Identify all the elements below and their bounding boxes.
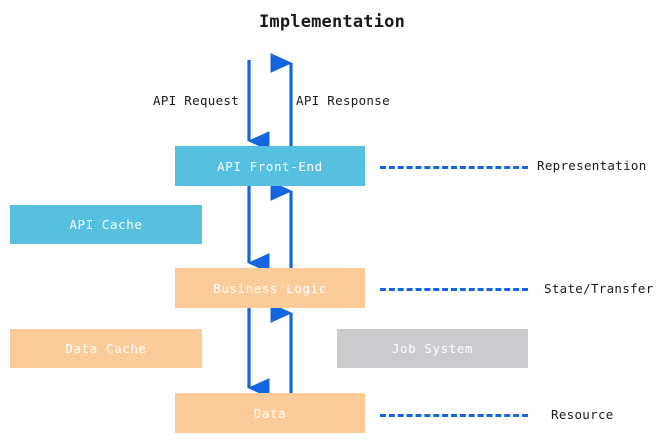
side-label-state-transfer: State/Transfer <box>544 281 654 296</box>
node-data-cache[interactable]: Data Cache <box>10 329 202 368</box>
node-job-system[interactable]: Job System <box>337 329 528 368</box>
node-api-front-end-label: API Front-End <box>217 158 323 174</box>
node-job-system-label: Job System <box>391 341 474 356</box>
node-api-front-end[interactable]: API Front-End <box>175 146 365 186</box>
node-api-cache-label: API Cache <box>69 217 143 232</box>
dashed-connector-representation <box>380 166 528 169</box>
dashed-connector-state-transfer <box>380 288 528 291</box>
node-business-logic-label: Business Logic <box>213 280 327 296</box>
node-data-cache-label: Data Cache <box>65 341 147 356</box>
dashed-connector-resource <box>380 414 528 417</box>
flow-label-api-response: API Response <box>296 93 390 108</box>
page-title: Implementation <box>258 12 406 32</box>
node-api-cache[interactable]: API Cache <box>10 205 202 244</box>
node-business-logic[interactable]: Business Logic <box>175 268 365 308</box>
flow-label-api-request: API Request <box>153 93 240 108</box>
side-label-representation: Representation <box>537 158 647 173</box>
node-data-label: Data <box>253 405 287 421</box>
side-label-resource: Resource <box>551 407 614 422</box>
node-data[interactable]: Data <box>175 393 365 433</box>
